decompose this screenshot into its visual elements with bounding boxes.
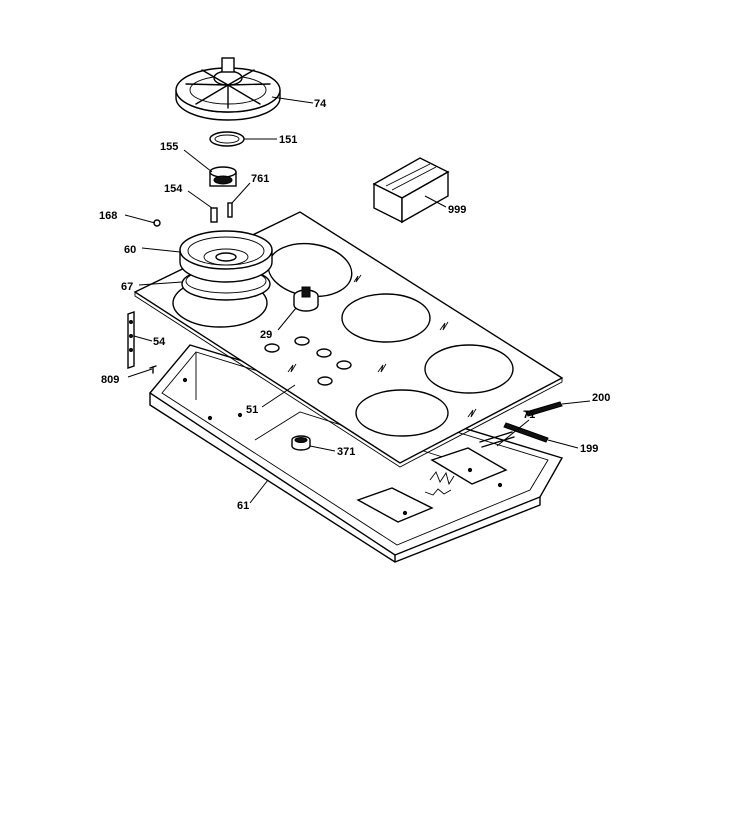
bracket-71	[479, 431, 515, 448]
callout-151: 151	[279, 134, 297, 146]
callout-155: 155	[160, 141, 178, 153]
element-opening-right	[430, 447, 508, 485]
burner-head-155	[209, 166, 237, 187]
callout-761: 761	[251, 173, 269, 185]
callout-371: 371	[337, 446, 355, 458]
seal-strip-200	[525, 401, 563, 417]
element-circle-rear-right	[341, 293, 431, 343]
callout-200: 200	[592, 392, 610, 404]
callout-809: 809	[101, 374, 119, 386]
igniter-371	[291, 435, 311, 451]
callout-29: 29	[260, 329, 272, 341]
callout-labels: 74 151 155 154 761 168 60 67 29 54 809 5…	[99, 98, 610, 512]
element-opening-left	[356, 487, 434, 523]
control-knob-29	[293, 286, 319, 312]
callout-999: 999	[448, 204, 466, 216]
callout-154: 154	[164, 183, 183, 195]
parts-kit-box-999	[372, 157, 450, 224]
callout-168: 168	[99, 210, 117, 222]
leader-lines	[124, 96, 591, 504]
callout-54: 54	[153, 336, 166, 348]
control-hole	[317, 376, 333, 386]
callout-71: 71	[523, 409, 535, 421]
control-hole	[264, 343, 280, 353]
bottom-pan-61	[148, 344, 564, 563]
callout-74: 74	[314, 98, 327, 110]
burner-base-60	[179, 230, 273, 301]
callout-60: 60	[124, 244, 136, 256]
seal-strip-199	[503, 422, 549, 443]
element-circle-front-center	[355, 389, 449, 437]
control-hole	[336, 360, 352, 370]
screw-809	[149, 365, 157, 374]
screw-761	[227, 202, 233, 218]
callout-61: 61	[237, 500, 249, 512]
orifice-154	[210, 207, 218, 223]
callout-51: 51	[246, 404, 258, 416]
control-hole	[316, 348, 332, 358]
callout-67: 67	[121, 281, 133, 293]
bracket-54	[127, 311, 135, 369]
callout-199: 199	[580, 443, 598, 455]
burner-grate-74	[175, 57, 281, 121]
element-circle-front-right	[424, 344, 514, 394]
control-hole	[294, 336, 310, 346]
